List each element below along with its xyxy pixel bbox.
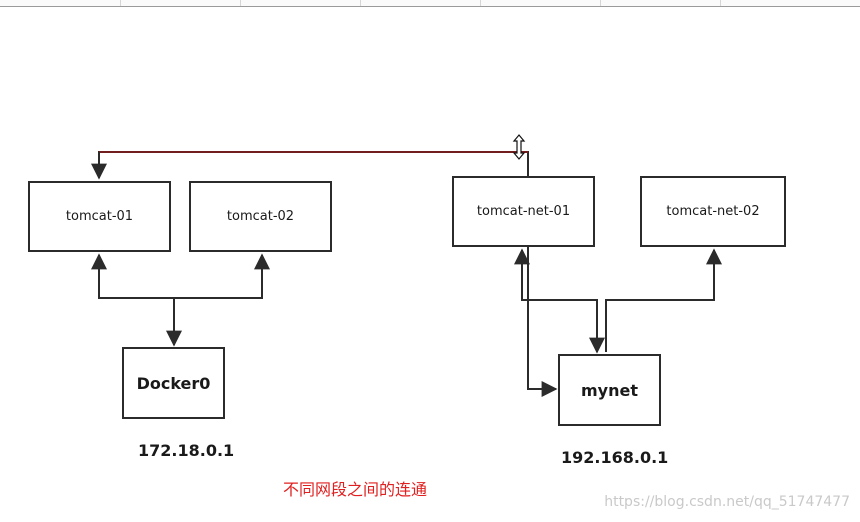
connector-docker0-tomcat01 <box>91 253 175 345</box>
node-mynet: mynet <box>558 354 661 426</box>
connector-mynet-tomcatnet02 <box>605 248 722 352</box>
ip-docker0: 172.18.0.1 <box>138 441 235 460</box>
node-label: Docker0 <box>136 373 211 393</box>
top-ruler <box>0 0 860 7</box>
connector-mynet-tomcatnet01 <box>514 248 598 352</box>
node-label: tomcat-net-01 <box>476 204 571 219</box>
node-tomcat-net-01: tomcat-net-01 <box>452 176 595 247</box>
connector-docker0-tomcat02 <box>174 253 270 299</box>
diagram-caption: 不同网段之间的连通 <box>283 480 428 499</box>
ip-mynet: 192.168.0.1 <box>561 448 669 467</box>
node-tomcat-02: tomcat-02 <box>189 181 332 252</box>
node-label: mynet <box>581 380 638 400</box>
watermark: https://blog.csdn.net/qq_51747477 <box>604 494 850 510</box>
node-tomcat-01: tomcat-01 <box>28 181 171 252</box>
node-docker0: Docker0 <box>122 347 225 419</box>
node-label: tomcat-02 <box>226 209 295 224</box>
node-label: tomcat-01 <box>65 209 134 224</box>
resize-vertical-icon <box>512 134 526 164</box>
node-tomcat-net-02: tomcat-net-02 <box>640 176 786 247</box>
node-label: tomcat-net-02 <box>666 204 760 219</box>
